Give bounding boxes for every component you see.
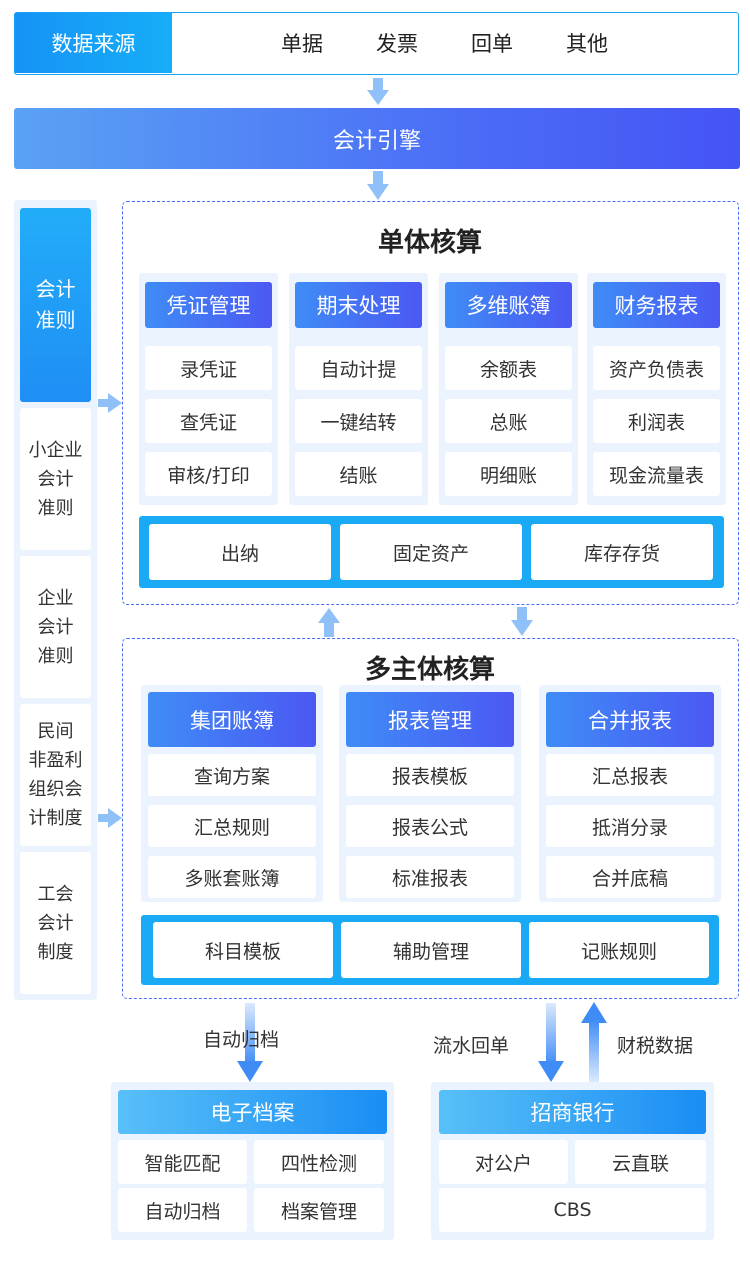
arrow-right-icon (98, 393, 122, 413)
strip-item-cashier: 出纳 (149, 524, 331, 580)
card-item: 标准报表 (346, 856, 514, 898)
arrow-up-icon (318, 608, 340, 637)
multi-entity-title: 多主体核算 (364, 655, 495, 685)
card-item: 合并底稿 (546, 856, 714, 898)
strip-item-posting-rules: 记账规则 (529, 922, 709, 978)
accounting-engine: 会计引擎 (14, 108, 740, 169)
archive-item-auto-archive: 自动归档 (118, 1188, 247, 1232)
card-item: 结账 (295, 452, 422, 496)
standard-trade-union: 工会会计制度 (20, 852, 91, 994)
card-item: 资产负债表 (593, 346, 720, 390)
arrow-down-icon (237, 1003, 263, 1082)
data-source-label: 数据来源 (15, 13, 172, 73)
card-head: 凭证管理 (145, 282, 272, 328)
card-head: 合并报表 (546, 692, 714, 747)
archive-item-smart-match: 智能匹配 (118, 1140, 247, 1184)
accounting-standards-column: 会计准则 小企业会计准则 企业会计准则 民间非盈利组织会计制度 工会会计制度 (14, 200, 97, 1000)
card-consolidated-reports: 合并报表 汇总报表 抵消分录 合并底稿 (539, 685, 721, 902)
data-source-item-others: 其他 (566, 32, 608, 56)
card-financial-statements: 财务报表 资产负债表 利润表 现金流量表 (587, 273, 726, 505)
card-item: 审核/打印 (145, 452, 272, 496)
bank-item-corporate-account: 对公户 (439, 1140, 568, 1184)
data-source-item-documents: 单据 (281, 32, 323, 56)
card-period-end: 期末处理 自动计提 一键结转 结账 (289, 273, 428, 505)
card-item: 查凭证 (145, 399, 272, 443)
card-item: 录凭证 (145, 346, 272, 390)
card-head: 多维账簿 (445, 282, 572, 328)
card-item: 一键结转 (295, 399, 422, 443)
card-item: 利润表 (593, 399, 720, 443)
archive-item-archive-management: 档案管理 (254, 1188, 384, 1232)
arrow-down-icon (367, 78, 389, 105)
card-item: 总账 (445, 399, 572, 443)
card-head: 财务报表 (593, 282, 720, 328)
bank-item-cbs: CBS (439, 1188, 706, 1232)
card-item: 多账套账簿 (148, 856, 316, 898)
single-entity-strip: 出纳 固定资产 库存存货 (139, 516, 724, 588)
data-source-item-invoices: 发票 (376, 32, 418, 56)
standard-nonprofit: 民间非盈利组织会计制度 (20, 704, 91, 846)
card-report-management: 报表管理 报表模板 报表公式 标准报表 (339, 685, 521, 902)
bank-head: 招商银行 (439, 1090, 706, 1134)
card-group-ledger: 集团账簿 查询方案 汇总规则 多账套账簿 (141, 685, 323, 902)
data-source-bar: 数据来源 单据 发票 回单 其他 (14, 12, 739, 75)
arrow-up-icon (581, 1002, 607, 1082)
card-item: 报表模板 (346, 754, 514, 796)
card-head: 集团账簿 (148, 692, 316, 747)
data-source-item-receipts: 回单 (471, 32, 513, 56)
arrow-down-icon (511, 607, 533, 636)
card-item: 报表公式 (346, 805, 514, 847)
card-voucher-management: 凭证管理 录凭证 查凭证 审核/打印 (139, 273, 278, 505)
electronic-archive-card: 电子档案 智能匹配 四性检测 自动归档 档案管理 (111, 1082, 394, 1240)
single-entity-panel: 单体核算 凭证管理 录凭证 查凭证 审核/打印 期末处理 自动计提 一键结转 结… (122, 201, 739, 605)
card-item: 抵消分录 (546, 805, 714, 847)
standard-accounting-standards: 会计准则 (20, 208, 91, 402)
strip-item-inventory: 库存存货 (531, 524, 713, 580)
arrow-down-icon (538, 1003, 564, 1082)
standard-enterprise: 企业会计准则 (20, 556, 91, 698)
arrow-down-icon (367, 171, 389, 200)
card-multi-ledger: 多维账簿 余额表 总账 明细账 (439, 273, 578, 505)
multi-entity-panel: 多主体核算 集团账簿 查询方案 汇总规则 多账套账簿 报表管理 报表模板 报表公… (122, 638, 739, 999)
electronic-archive-head: 电子档案 (118, 1090, 387, 1134)
card-head: 报表管理 (346, 692, 514, 747)
arrow-right-icon (98, 808, 122, 828)
card-item: 查询方案 (148, 754, 316, 796)
tax-data-label: 财税数据 (617, 1035, 694, 1057)
strip-item-fixed-assets: 固定资产 (340, 524, 522, 580)
bank-item-cloud-direct: 云直联 (575, 1140, 706, 1184)
card-item: 自动计提 (295, 346, 422, 390)
card-item: 明细账 (445, 452, 572, 496)
strip-item-subject-template: 科目模板 (153, 922, 333, 978)
flow-receipt-label: 流水回单 (433, 1035, 510, 1057)
card-head: 期末处理 (295, 282, 422, 328)
strip-item-auxiliary: 辅助管理 (341, 922, 521, 978)
card-item: 现金流量表 (593, 452, 720, 496)
card-item: 余额表 (445, 346, 572, 390)
auto-archive-label: 自动归档 (203, 1029, 280, 1051)
standard-small-enterprise: 小企业会计准则 (20, 408, 91, 550)
multi-entity-strip: 科目模板 辅助管理 记账规则 (141, 915, 719, 985)
archive-item-four-checks: 四性检测 (254, 1140, 384, 1184)
single-entity-title: 单体核算 (377, 228, 482, 258)
bank-card: 招商银行 对公户 云直联 CBS (431, 1082, 714, 1240)
card-item: 汇总报表 (546, 754, 714, 796)
card-item: 汇总规则 (148, 805, 316, 847)
